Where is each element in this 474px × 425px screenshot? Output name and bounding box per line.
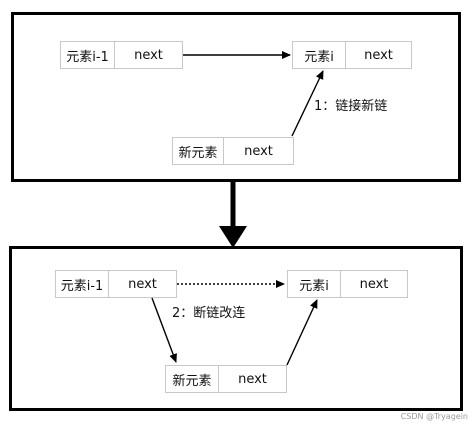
- node-next-pointer: next: [128, 276, 157, 292]
- top-new-link-arrow: [291, 70, 324, 137]
- top-new-node: 新元素 next: [172, 137, 294, 165]
- bottom-new-to-target-arrow: [286, 299, 318, 366]
- node-next-pointer: next: [244, 143, 273, 159]
- bottom-prev-to-new-arrow: [151, 297, 177, 363]
- node-element-label: 元素i-1: [56, 271, 109, 297]
- node-next-pointer: next: [359, 276, 389, 292]
- node-element-label: 元素i: [288, 271, 341, 297]
- node-next-pointer: next: [364, 47, 393, 63]
- watermark: CSDN @Tryagein: [400, 412, 468, 421]
- transition-arrow-head: [219, 226, 247, 248]
- bottom-prev-node: 元素i-1 next: [55, 270, 177, 298]
- bottom-target-node: 元素i next: [287, 270, 408, 298]
- top-prev-node: 元素i-1 next: [60, 41, 183, 69]
- top-target-node: 元素i next: [292, 41, 412, 69]
- bottom-step-label: 2：断链改连: [172, 306, 246, 321]
- node-next-pointer: next: [238, 371, 267, 387]
- node-element-label: 元素i-1: [61, 42, 115, 68]
- top-step-label: 1：链接新链: [314, 99, 388, 114]
- node-element-label: 新元素: [166, 366, 219, 392]
- bottom-new-node: 新元素 next: [165, 365, 287, 393]
- node-element-label: 新元素: [173, 138, 224, 164]
- node-element-label: 元素i: [293, 42, 346, 68]
- node-next-pointer: next: [134, 47, 163, 63]
